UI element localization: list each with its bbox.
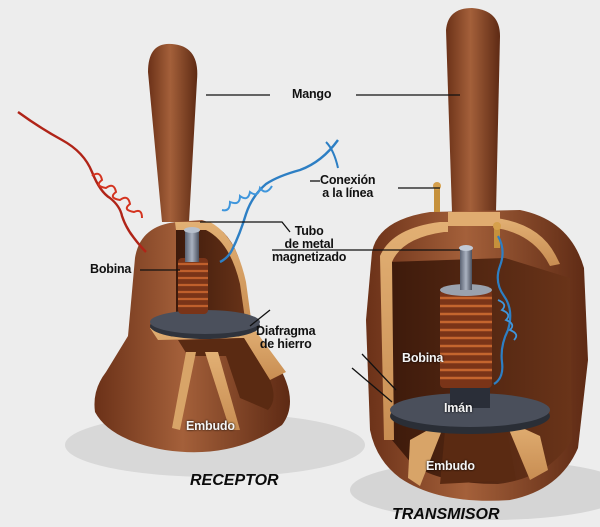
- label-iman: Imán: [444, 401, 473, 415]
- red-wire-coil: [91, 172, 143, 219]
- label-bobina-transmisor: Bobina: [402, 351, 444, 365]
- label-tubo-line3: magnetizado: [272, 250, 347, 264]
- label-diafragma-line2: de hierro: [259, 337, 312, 351]
- label-embudo-transmisor: Embudo: [426, 459, 475, 473]
- label-mango: Mango: [292, 87, 332, 101]
- label-conexion: Conexión a la línea: [320, 173, 376, 200]
- label-diafragma: Diafragma de hierro: [256, 324, 316, 351]
- blue-wire-coil: [221, 185, 273, 212]
- blue-wire: [219, 139, 339, 264]
- leader-lines: [140, 94, 460, 403]
- label-bobina-receptor: Bobina: [90, 262, 132, 276]
- transmisor-blue-wire: [493, 235, 512, 385]
- title-transmisor: TRANSMISOR: [392, 506, 500, 523]
- label-conexion-line1: Conexión: [320, 173, 376, 187]
- label-conexion-line2: a la línea: [322, 186, 374, 200]
- label-embudo-receptor: Embudo: [186, 419, 235, 433]
- label-tubo-line2: de metal: [284, 237, 334, 251]
- receptor-body: [94, 43, 291, 453]
- title-receptor: RECEPTOR: [190, 472, 279, 489]
- transmisor-body: [366, 8, 588, 501]
- label-tubo-line1: Tubo: [294, 224, 324, 238]
- label-diafragma-line1: Diafragma: [256, 324, 316, 338]
- label-tubo: Tubo de metal magnetizado: [272, 225, 346, 264]
- red-wire: [17, 111, 147, 253]
